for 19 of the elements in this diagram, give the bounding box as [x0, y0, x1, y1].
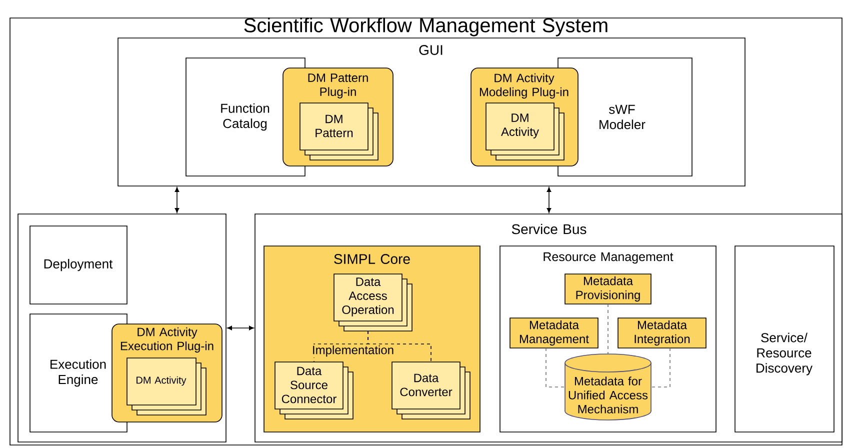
stacked-box: DM Pattern [300, 102, 378, 160]
stacked-box: DM Activity [126, 358, 206, 416]
edge-label: Implementation [310, 344, 396, 358]
component-box: Deployment [30, 226, 128, 304]
stacked-box: Data Source Connector [274, 362, 354, 420]
database-cylinder: Metadata for Unified Access Mechanism [564, 354, 652, 420]
stacked-box: Data Access Operation [334, 274, 412, 332]
stacked-box: Data Converter [392, 362, 470, 420]
dashed-connector [650, 348, 670, 388]
component-box: Metadata Management [510, 318, 598, 348]
dashed-connector [368, 330, 432, 362]
stacked-box: DM Activity [486, 102, 564, 160]
arrow [227, 326, 254, 330]
component-box: Metadata Provisioning [564, 274, 652, 304]
arrow [174, 187, 180, 213]
component-box: Metadata Integration [618, 318, 706, 348]
component-box: Service/ Resource Discovery [734, 246, 834, 432]
arrow [546, 187, 552, 213]
dashed-connector [546, 348, 566, 388]
